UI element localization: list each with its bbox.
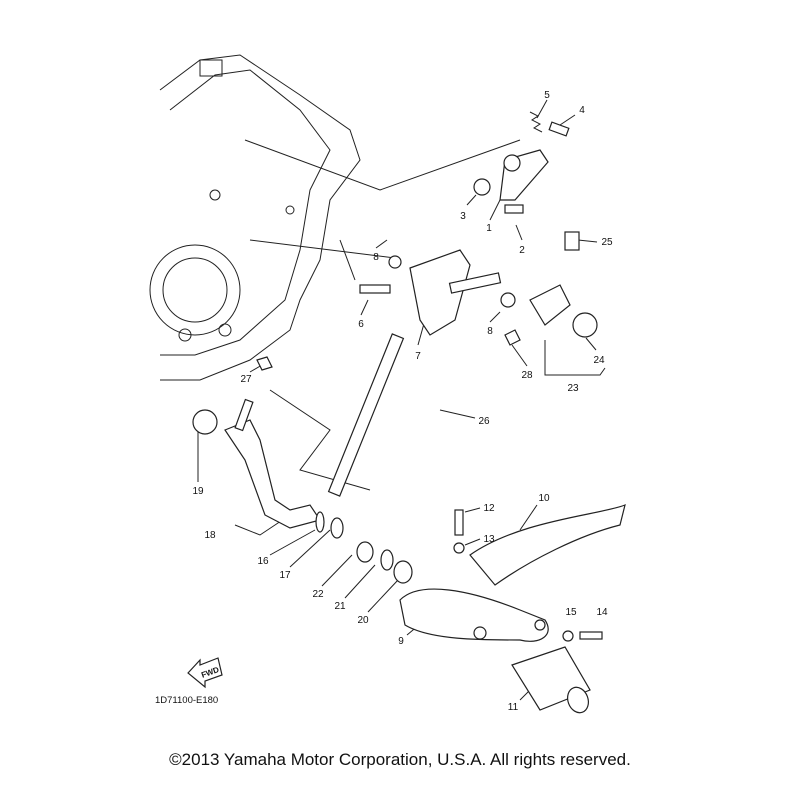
crankcase-outline (149, 54, 361, 381)
callout-28: 28 (521, 370, 533, 381)
callout-27: 27 (240, 374, 252, 385)
callout-10: 10 (538, 493, 550, 504)
callout-26: 26 (478, 416, 490, 427)
callout-15: 15 (565, 607, 577, 618)
callout-21: 21 (334, 601, 346, 612)
callout-8: 8 (373, 252, 379, 263)
callout-22: 22 (312, 589, 324, 600)
callout-3: 3 (460, 211, 466, 222)
callout-1: 1 (486, 223, 492, 234)
diagram-code: 1D71100-E180 (155, 695, 219, 706)
callout-24: 24 (593, 355, 605, 366)
callout-2: 2 (519, 245, 525, 256)
callout-13: 13 (483, 534, 495, 545)
callout-12: 12 (483, 503, 495, 514)
callout-11: 11 (508, 702, 519, 713)
copyright-notice: ©2013 Yamaha Motor Corporation, U.S.A. A… (169, 750, 631, 769)
callout-8: 8 (487, 326, 493, 337)
shift-parts (192, 111, 626, 714)
callout-14: 14 (596, 607, 608, 618)
callout-6: 6 (358, 319, 364, 330)
leader-lines (197, 99, 606, 701)
callout-23: 23 (567, 383, 579, 394)
callout-17: 17 (279, 570, 291, 581)
callout-20: 20 (357, 615, 369, 626)
callout-19: 19 (192, 486, 204, 497)
callout-16: 16 (257, 556, 269, 567)
callout-4: 4 (579, 105, 585, 116)
callout-9: 9 (398, 636, 404, 647)
callout-18: 18 (204, 530, 216, 541)
callout-7: 7 (415, 351, 421, 362)
callout-5: 5 (544, 90, 550, 101)
callout-25: 25 (601, 237, 613, 248)
fwd-arrow: FWD (187, 657, 223, 689)
